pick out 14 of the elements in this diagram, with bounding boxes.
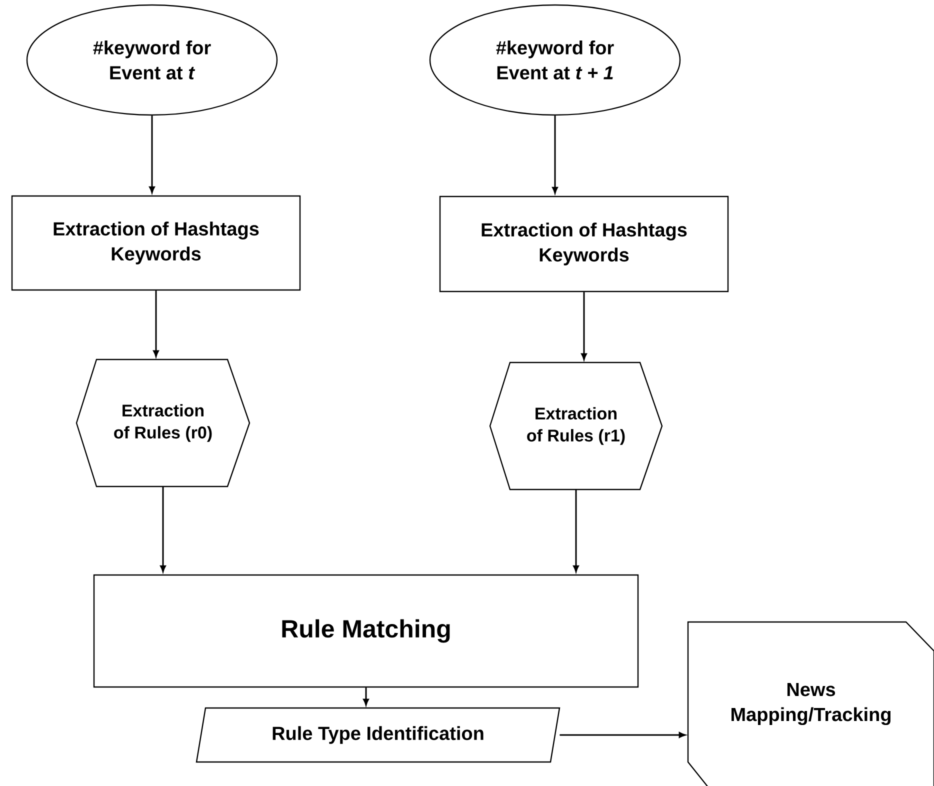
- arrow: [153, 290, 159, 358]
- preparation-hexagon: Extraction of Rules (r1): [489, 362, 663, 490]
- arrow: [363, 688, 369, 706]
- arrow: [581, 292, 587, 360]
- process-box: Rule Matching: [93, 574, 639, 688]
- arrow: [160, 486, 166, 572]
- process-box: Extraction of Hashtags Keywords: [439, 196, 729, 292]
- preparation-hexagon: Extraction of Rules (r0): [76, 358, 250, 488]
- arrow: [552, 116, 558, 194]
- arrow: [573, 490, 579, 572]
- arrow: [149, 116, 155, 194]
- data-parallelogram: Rule Type Identification: [196, 707, 560, 763]
- process-box: Extraction of Hashtags Keywords: [11, 195, 301, 291]
- arrow: [560, 732, 686, 738]
